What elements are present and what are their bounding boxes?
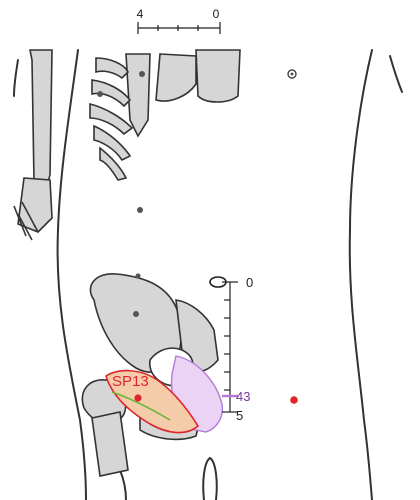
right-arm-outline <box>390 56 402 92</box>
reference-dot-upper <box>137 207 143 213</box>
humerus-bone <box>30 50 52 185</box>
upper-skeleton <box>14 50 240 240</box>
reference-dot-ilium <box>133 311 139 317</box>
vertical-scale-top-label: 0 <box>246 275 253 290</box>
navel-marker-icon <box>288 70 296 78</box>
femur-shaft <box>92 412 128 476</box>
genital-outline <box>203 458 217 500</box>
left-leg-inner-outline <box>120 470 126 500</box>
right-torso-outline <box>350 50 372 500</box>
top-scale <box>138 22 220 34</box>
right-rib-block <box>156 54 196 101</box>
reference-dot-rib <box>97 91 103 97</box>
reference-dot-crest <box>135 273 140 278</box>
vertical-scale-mark-label: 43 <box>236 389 250 404</box>
vertical-scale-bottom-label: 5 <box>236 408 243 423</box>
thoracic-vertebra <box>196 50 240 102</box>
top-scale-right-label: 0 <box>213 7 220 21</box>
left-arm-outline <box>14 60 18 96</box>
rib-1 <box>96 58 128 78</box>
top-scale-left-label: 4 <box>137 7 144 21</box>
acupoint-reference-dot <box>290 396 298 404</box>
acupoint-label: SP13 <box>112 373 149 390</box>
left-torso-outline <box>58 50 86 500</box>
reference-dot-sternal <box>139 71 145 77</box>
sternum-bone <box>126 54 150 136</box>
body-outline <box>14 50 402 500</box>
acupoint-dot-icon <box>134 394 141 401</box>
